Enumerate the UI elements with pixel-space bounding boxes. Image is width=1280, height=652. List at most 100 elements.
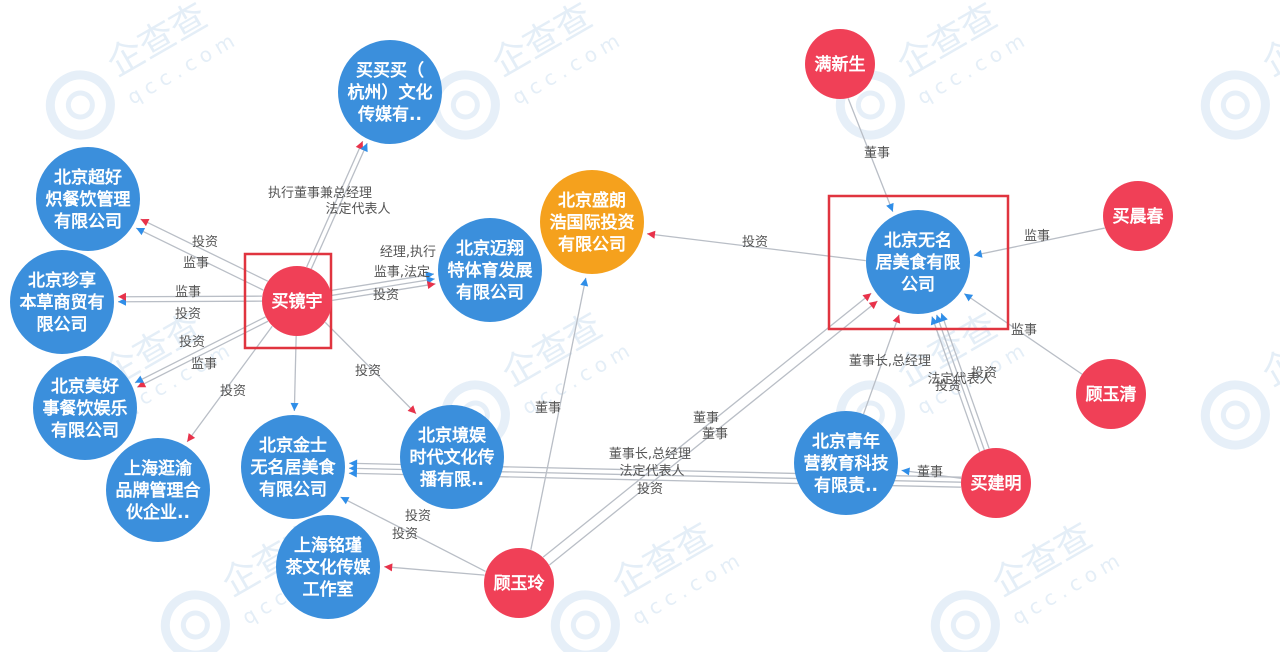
relation-edge[interactable]	[310, 142, 368, 270]
person-node-guyuling[interactable]: 顾玉玲	[484, 548, 554, 618]
relation-label: 投资	[220, 383, 246, 399]
watermark-brand: 企查查	[1255, 306, 1280, 396]
node-label-line: 有限公司	[456, 282, 524, 303]
relation-edge[interactable]	[340, 496, 486, 573]
relation-edge[interactable]	[931, 316, 981, 452]
node-label-line: 品牌管理合	[116, 480, 202, 501]
relation-edge[interactable]	[324, 321, 417, 415]
node-label-line: 事餐饮娱乐	[43, 398, 128, 419]
relation-edge[interactable]	[936, 314, 985, 451]
relation-label: 董事	[535, 401, 561, 416]
relation-arrow	[134, 375, 144, 383]
relation-arrow	[862, 293, 872, 302]
focus-highlight-box	[827, 194, 1010, 331]
relation-edge[interactable]	[973, 227, 1105, 257]
relation-edge[interactable]	[384, 566, 485, 576]
node-label-line: 特体育发展	[448, 260, 533, 281]
relation-arrow	[407, 405, 417, 414]
watermark-ring-inner	[450, 90, 480, 120]
person-node-maijingyu[interactable]: 买镜宇	[262, 266, 332, 336]
node-label-line: 顾玉清	[1086, 384, 1137, 405]
node-label-line: 居美食有限	[876, 252, 961, 273]
watermark-ring	[45, 70, 115, 140]
relation-label: 董事	[702, 427, 728, 442]
relation-arrow	[340, 497, 350, 505]
node-label-line: 有限公司	[54, 211, 122, 232]
person-node-maichenchun[interactable]: 买晨春	[1103, 181, 1173, 251]
relation-edge[interactable]	[847, 98, 894, 212]
watermark-brand: 企查查	[1255, 0, 1280, 85]
relation-label: 投资	[192, 234, 218, 250]
node-label-line: 无名居美食	[250, 457, 337, 478]
relation-edge[interactable]	[862, 314, 900, 415]
person-node-manxinsheng[interactable]: 满新生	[805, 29, 875, 99]
relation-edge[interactable]	[332, 283, 436, 302]
relation-arrow	[868, 300, 878, 310]
relation-label: 投资	[935, 378, 961, 394]
relation-edge[interactable]	[117, 300, 263, 303]
relation-edge[interactable]	[135, 227, 264, 291]
node-label-line: 工作室	[303, 579, 354, 600]
relation-edge[interactable]	[140, 218, 269, 282]
relation-edge[interactable]	[548, 300, 878, 566]
relation-arrow	[360, 143, 368, 153]
relation-edge[interactable]	[331, 278, 435, 297]
relation-edge[interactable]	[186, 325, 273, 443]
node-circle	[805, 29, 875, 99]
node-label-line: 买买买（	[356, 60, 424, 81]
watermark-ring	[550, 590, 620, 652]
relation-arrow	[886, 202, 894, 212]
node-label-line: 浩国际投资	[550, 212, 635, 233]
relation-edge[interactable]	[306, 140, 364, 268]
relation-arrow	[117, 292, 126, 301]
node-circle	[438, 218, 542, 322]
node-label-line: 北京美好	[51, 376, 119, 397]
relation-edge[interactable]	[330, 273, 435, 292]
person-node-maijianming[interactable]: 买建明	[961, 448, 1031, 518]
relation-edge[interactable]	[940, 312, 990, 449]
relation-label: 董事长,总经理	[849, 354, 931, 369]
relation-edge[interactable]	[542, 292, 872, 558]
relation-edge[interactable]	[530, 277, 587, 550]
relation-arrow	[187, 433, 196, 442]
node-circle	[276, 515, 380, 619]
relation-arrow	[892, 314, 901, 324]
relation-arrow	[348, 464, 358, 473]
relation-label: 董事长,总经理	[609, 447, 691, 462]
relation-arrow	[646, 230, 656, 239]
relation-label: 投资	[373, 287, 399, 303]
node-label-line: 有限公司	[51, 420, 119, 441]
node-label-line: 北京无名	[884, 230, 952, 251]
person-node-guyuqing[interactable]: 顾玉清	[1076, 359, 1146, 429]
relation-arrow	[580, 277, 589, 287]
node-label-line: 有限公司	[259, 479, 327, 500]
watermark-ring-inner	[65, 90, 95, 120]
relation-label: 投资	[355, 363, 381, 379]
relation-edge[interactable]	[901, 469, 962, 480]
node-circle	[1076, 359, 1146, 429]
relation-edge[interactable]	[963, 293, 1083, 375]
relation-arrow	[140, 218, 150, 227]
relation-label: 经理,执行	[380, 245, 436, 260]
watermark-ring-inner	[1220, 400, 1250, 430]
node-label-line: 本草商贸有	[20, 292, 105, 313]
relation-edge[interactable]	[117, 295, 262, 298]
relation-label: 投资	[392, 526, 418, 542]
node-label-line: 上海铭瑾	[294, 535, 362, 556]
